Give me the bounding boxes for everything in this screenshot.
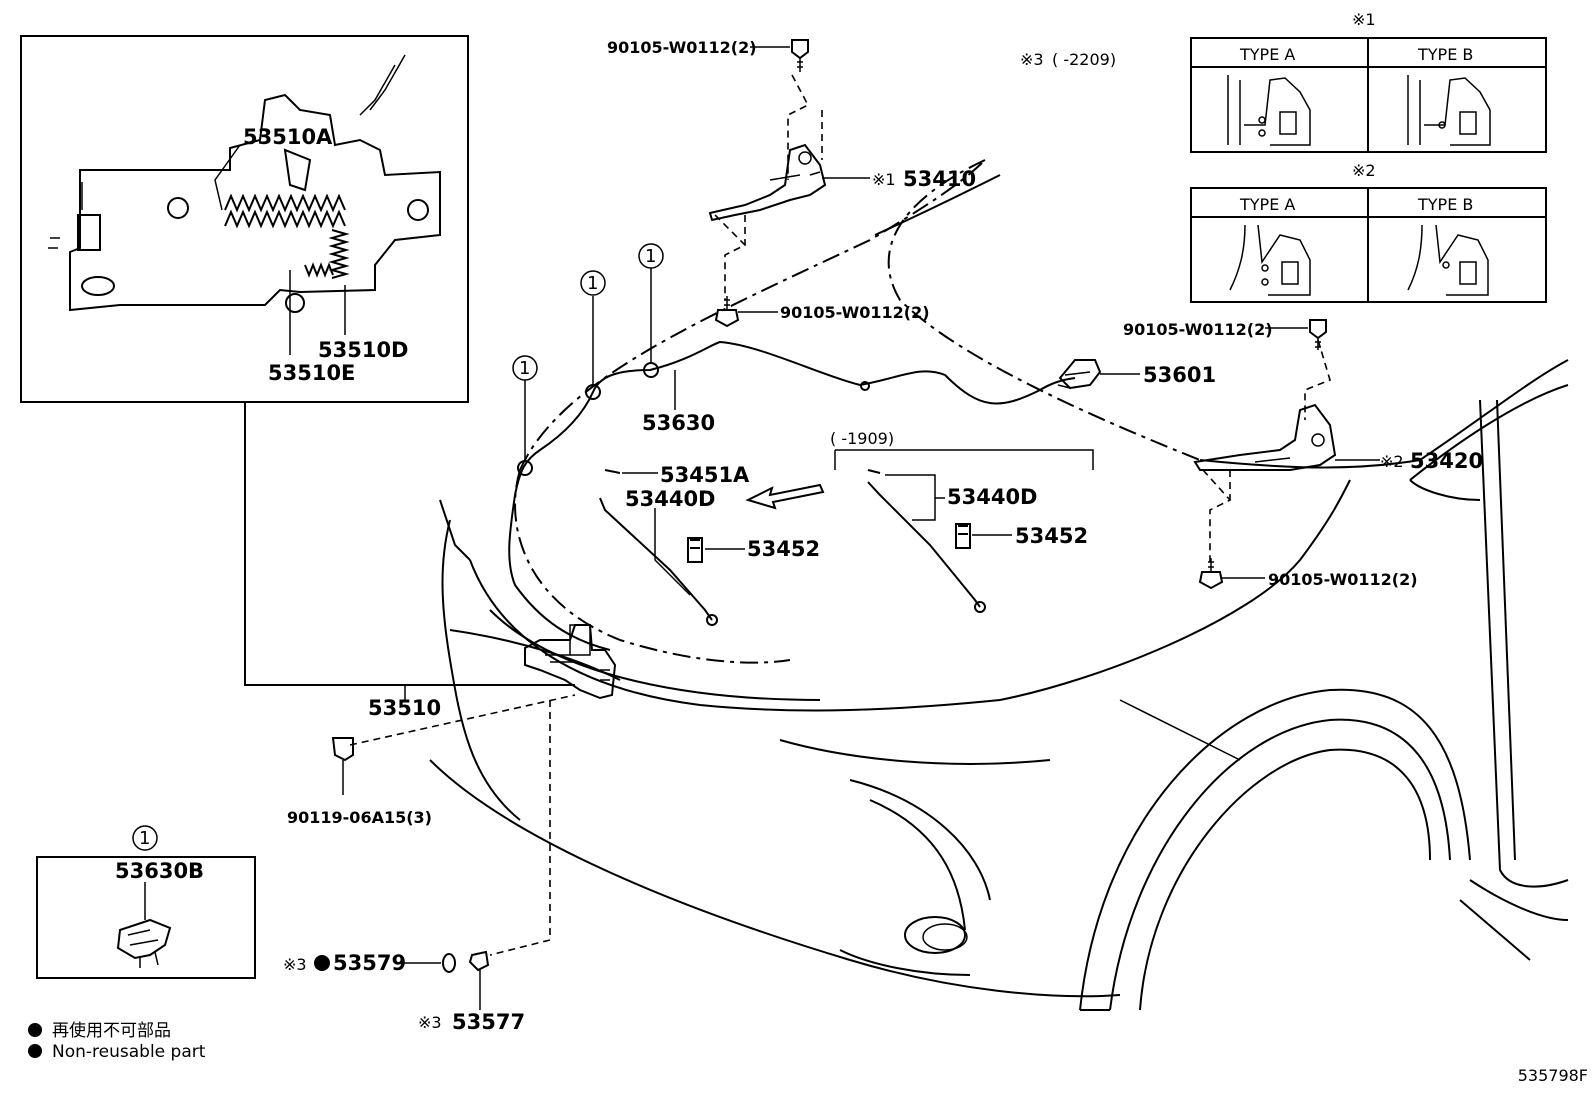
rod-labels: 53451A 53440D 53452 53440D 53452 ( -1909… — [622, 429, 1088, 596]
type-table1-mark: ※1 — [1352, 10, 1376, 29]
clamp-inset-53630B: 1 53630B — [36, 825, 256, 979]
callout-circle-1a: 1 — [519, 358, 530, 379]
part-label-53630B: 53630B — [115, 859, 204, 883]
part-label-53410: 53410 — [903, 167, 976, 191]
callout-circle-1b: 1 — [587, 273, 598, 294]
note1-mark-53410: ※1 — [872, 170, 896, 189]
hood-support-rod-right — [834, 449, 1094, 613]
note2-mark-53420: ※2 — [1380, 452, 1404, 471]
type-table2-mark: ※2 — [1352, 161, 1376, 180]
non-reusable-dot-icon — [28, 1023, 42, 1037]
latch-detail-inset: 53510A 53510D 53510E — [20, 35, 469, 403]
hood-hinge-left: 90105-W0112(2) 90105-W0112(2) ※1 53410 — [607, 38, 976, 328]
clamp-inset-circle: 1 — [139, 828, 150, 849]
part-label-53451A: 53451A — [660, 463, 750, 487]
note3-mark-header: ※3 — [1020, 50, 1044, 69]
type-table1-col-b: TYPE B — [1417, 45, 1473, 64]
note3-mark-53579: ※3 — [283, 955, 307, 974]
part-label-bolt-top: 90105-W0112(2) — [607, 38, 757, 57]
part-label-53440D-right: 53440D — [947, 485, 1038, 509]
part-label-90119-06A15: 90119-06A15(3) — [287, 808, 432, 827]
part-label-53510A: 53510A — [243, 125, 333, 149]
note3-mark-53577: ※3 — [418, 1013, 442, 1032]
type-table2-col-a: TYPE A — [1239, 195, 1295, 214]
non-reusable-dot-icon — [28, 1044, 42, 1058]
part-label-53577: 53577 — [452, 1010, 525, 1034]
type-table-note2: ※2 TYPE A TYPE B — [1190, 161, 1547, 303]
type-table2-col-b: TYPE B — [1417, 195, 1473, 214]
callout-circle-1c: 1 — [645, 246, 656, 267]
hood-cushion-53601: 53601 — [1057, 359, 1216, 390]
part-label-bolt-right-top: 90105-W0112(2) — [1123, 320, 1273, 339]
hood-lock-assembly: 53510 90119-06A15(3) — [287, 624, 617, 1010]
part-label-bolt-mid: 90105-W0112(2) — [780, 303, 930, 322]
date-range-note3: ( -2209) — [1052, 50, 1116, 69]
part-label-53452-left: 53452 — [747, 537, 820, 561]
legend-jp: 再使用不可部品 — [28, 1016, 171, 1041]
part-label-53452-right: 53452 — [1015, 524, 1088, 548]
part-label-53510D: 53510D — [318, 338, 409, 362]
part-label-53510E: 53510E — [268, 361, 355, 385]
legend-en: Non-reusable part — [28, 1042, 205, 1062]
part-label-53440D-left: 53440D — [625, 487, 716, 511]
legend-en-text: Non-reusable part — [52, 1042, 206, 1062]
part-label-53601: 53601 — [1143, 363, 1216, 387]
hood-hinge-right: 90105-W0112(2) 90105-W0112(2) ※2 53420 — [1123, 319, 1483, 590]
type-table-note1: ※1 TYPE A TYPE B — [1190, 10, 1547, 153]
part-label-53420: 53420 — [1410, 449, 1483, 473]
date-range-1909: ( -1909) — [830, 429, 894, 448]
hood-release-cable: 1 1 1 53630 — [508, 243, 1076, 651]
vehicle-front-outline — [429, 159, 1569, 1011]
seal-labels: ※3 53579 ※3 53577 — [283, 951, 525, 1034]
part-label-bolt-right-bottom: 90105-W0112(2) — [1268, 570, 1418, 589]
legend-jp-text: 再使用不可部品 — [52, 1021, 171, 1041]
part-label-53579: 53579 — [333, 951, 406, 975]
diagram-code: 535798F — [1517, 1066, 1588, 1085]
part-label-53630: 53630 — [642, 411, 715, 435]
type-table1-col-a: TYPE A — [1239, 45, 1295, 64]
hood-support-rod-left — [599, 469, 718, 626]
part-label-53510: 53510 — [368, 696, 441, 720]
